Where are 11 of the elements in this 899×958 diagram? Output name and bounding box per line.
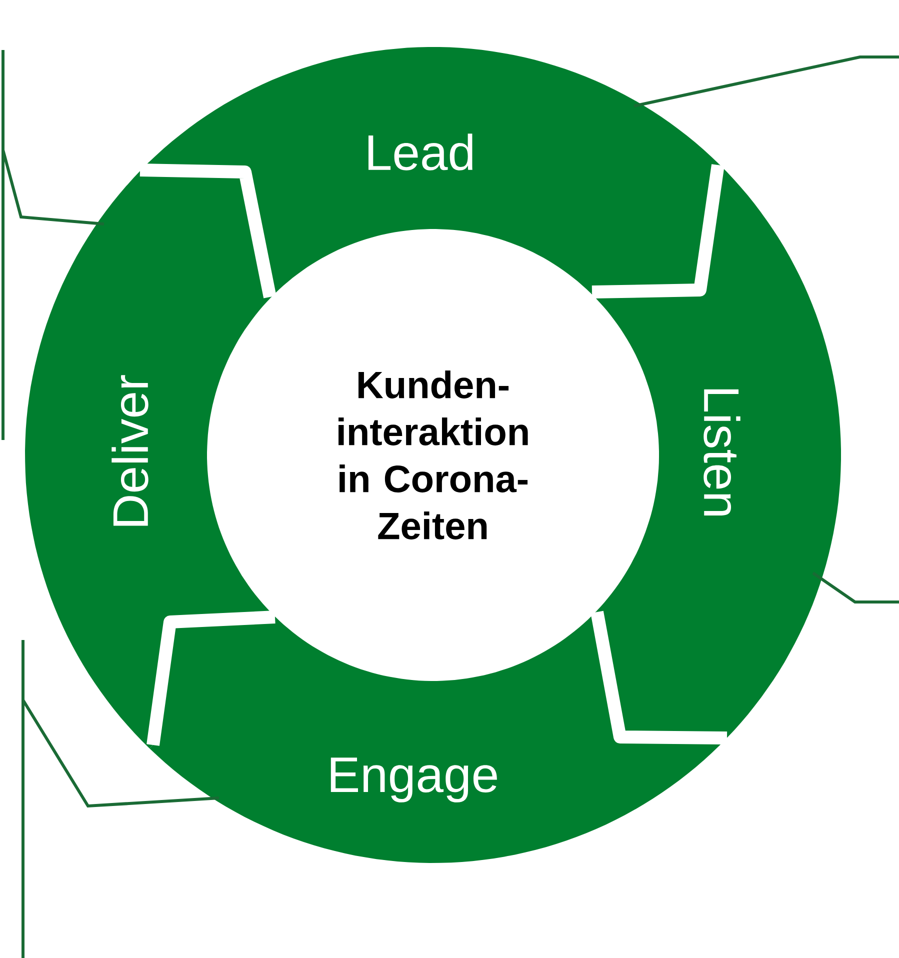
- ring-segment: Listen: [590, 164, 841, 738]
- vertical-rule: [2, 50, 4, 440]
- leader-line: [2, 150, 104, 226]
- leader-line: [22, 699, 220, 808]
- ring-segment: Deliver: [25, 170, 276, 748]
- vertical-rule: [22, 640, 24, 958]
- leader-line: [634, 56, 899, 108]
- ring-segment: Lead: [140, 47, 719, 298]
- center-text: Kunden- interaktion in Corona- Zeiten: [338, 370, 528, 540]
- leader-line: [812, 572, 899, 604]
- ring-segment: Engage: [150, 611, 727, 863]
